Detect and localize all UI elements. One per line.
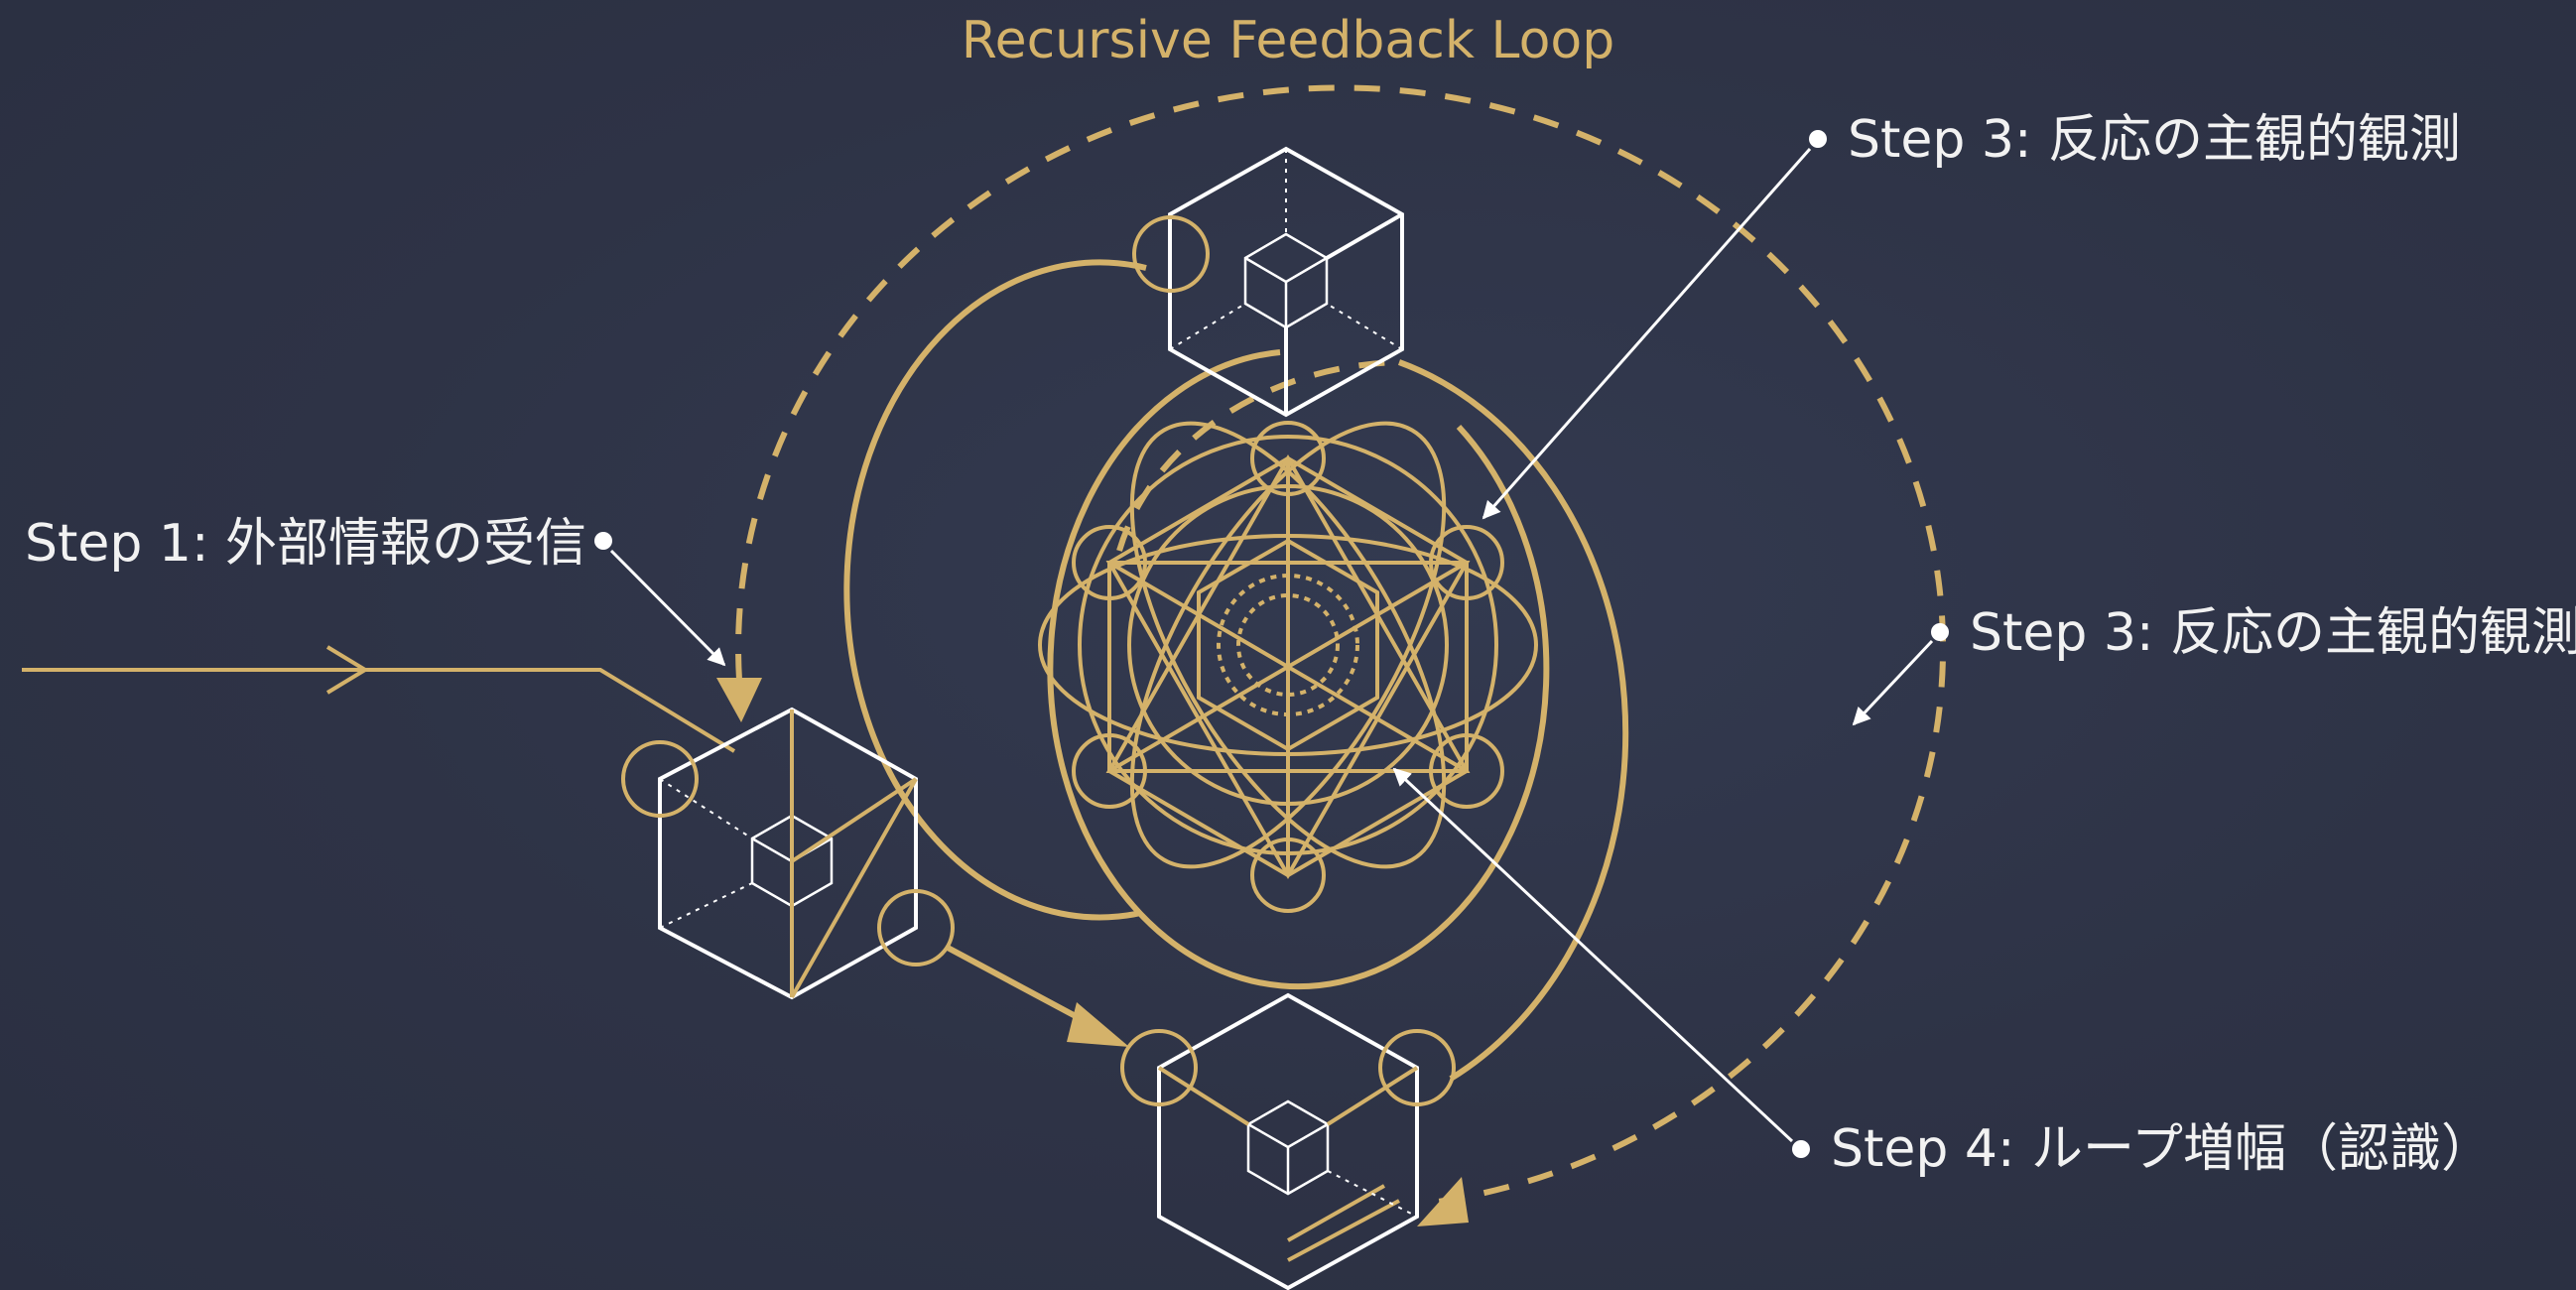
outer-loop-arrowhead-left xyxy=(716,678,762,722)
middle-solid-loop xyxy=(1397,359,1629,1082)
inner-solid-loop xyxy=(1047,349,1550,990)
input-line xyxy=(22,668,736,753)
label-step1: Step 1: 外部情報の受信 xyxy=(25,514,586,574)
outer-loop-arrowhead-bottom xyxy=(1417,1177,1469,1226)
label-step3-top: Step 3: 反応の主観的観測 xyxy=(1848,110,2461,170)
diagram-title: Recursive Feedback Loop xyxy=(962,11,1614,70)
top-cube xyxy=(1132,146,1404,418)
label-step4: Step 4: ループ増幅（認識） xyxy=(1831,1119,2493,1179)
pointer-step1 xyxy=(594,532,726,667)
left-cube xyxy=(621,707,955,1000)
bottom-cube xyxy=(1120,992,1456,1290)
pointer-step3-top xyxy=(1481,130,1827,520)
central-sacred-geometry xyxy=(1038,421,1538,913)
left-to-bottom-arrowhead xyxy=(1067,1002,1129,1047)
input-chevron xyxy=(325,645,369,695)
label-step3-right: Step 3: 反応の主観的観測 xyxy=(1970,603,2576,663)
middle-solid-loop-left xyxy=(843,259,1147,921)
inner-dashed-arc xyxy=(1116,359,1400,552)
pointer-step4 xyxy=(1392,767,1810,1158)
outer-dashed-loop xyxy=(735,84,1947,1207)
pointer-step3-right xyxy=(1852,623,1949,726)
left-to-bottom-arrow xyxy=(946,945,1089,1025)
